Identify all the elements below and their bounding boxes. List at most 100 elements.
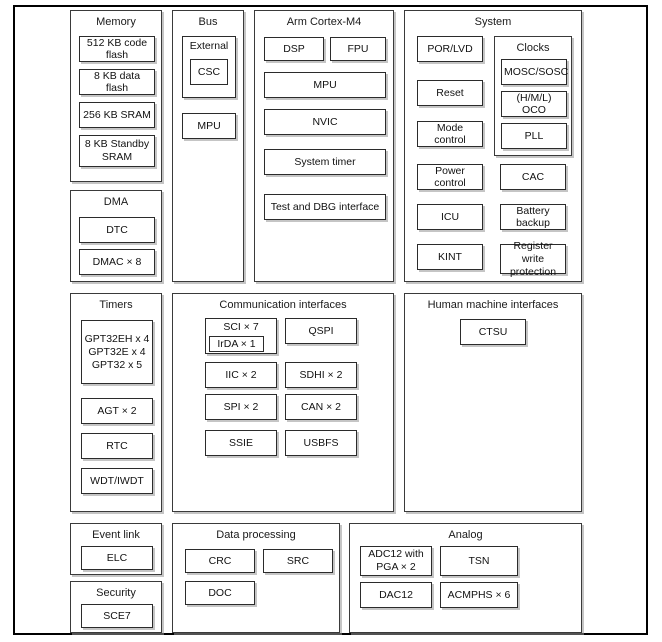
block-register-write-protection[interactable]: Register write protection [500, 240, 566, 278]
block-elc[interactable]: ELC [81, 546, 153, 570]
block-code-flash[interactable]: 512 KB code flash [79, 36, 155, 62]
block-mosc-sosc[interactable]: MOSC/SOSC [501, 59, 569, 85]
subsection-clocks: Clocks MOSC/SOSC (H/M/L) OCO PLL [494, 36, 572, 156]
block-dmac[interactable]: DMAC × 8 [79, 249, 155, 275]
section-communication-interfaces-title: Communication interfaces [219, 299, 347, 311]
block-src-label: SRC [286, 555, 310, 567]
block-cac-label: CAC [521, 171, 545, 183]
block-gpt32-label: GPT32 x 5 [91, 358, 143, 371]
block-system-timer[interactable]: System timer [264, 149, 386, 175]
block-agt[interactable]: AGT × 2 [81, 398, 153, 424]
section-communication-interfaces: Communication interfaces SCI × 7 IrDA × … [172, 293, 394, 512]
block-por-lvd[interactable]: POR/LVD [417, 36, 483, 62]
block-oco[interactable]: (H/M/L) OCO [501, 91, 567, 117]
block-nvic[interactable]: NVIC [264, 109, 386, 135]
block-pll[interactable]: PLL [501, 123, 567, 149]
block-adc12-line1: ADC12 with [368, 548, 424, 560]
block-ssie[interactable]: SSIE [205, 430, 277, 456]
block-crc-label: CRC [208, 555, 232, 567]
block-kint-label: KINT [438, 251, 462, 263]
block-battery-backup[interactable]: Battery backup [500, 204, 566, 230]
block-dtc[interactable]: DTC [79, 217, 155, 243]
block-standby-sram[interactable]: 8 KB Standby SRAM [79, 135, 155, 167]
block-src[interactable]: SRC [263, 549, 333, 573]
block-cortex-mpu[interactable]: MPU [264, 72, 386, 98]
block-irda[interactable]: IrDA × 1 [209, 336, 264, 352]
section-timers: Timers GPT32EH x 4 GPT32E x 4 GPT32 x 5 … [70, 293, 162, 512]
section-event-link: Event link ELC [70, 523, 162, 575]
section-dma-title: DMA [103, 196, 129, 208]
section-security-title: Security [96, 587, 136, 599]
block-gpt32e-label: GPT32E x 4 [88, 345, 146, 358]
block-wdt-iwdt[interactable]: WDT/IWDT [81, 468, 153, 494]
section-human-machine-interfaces-title: Human machine interfaces [427, 299, 559, 311]
block-sce7[interactable]: SCE7 [81, 604, 153, 628]
block-por-lvd-label: POR/LVD [427, 43, 473, 55]
block-gpt-group[interactable]: GPT32EH x 4 GPT32E x 4 GPT32 x 5 [81, 320, 153, 384]
block-wdt-iwdt-label: WDT/IWDT [90, 475, 144, 487]
block-acmphs[interactable]: ACMPHS × 6 [440, 582, 518, 608]
block-reset[interactable]: Reset [417, 80, 483, 106]
section-bus-title: Bus [198, 16, 218, 28]
block-external-label: External [189, 40, 229, 52]
block-adc12-line2: PGA × 2 [376, 561, 416, 573]
block-pll-label: PLL [524, 130, 544, 142]
block-data-flash[interactable]: 8 KB data flash [79, 69, 155, 95]
block-can-label: CAN × 2 [301, 401, 341, 413]
block-nvic-label: NVIC [312, 116, 338, 128]
block-sci-label: SCI × 7 [223, 321, 259, 333]
block-rtc-label: RTC [106, 440, 128, 452]
block-dtc-label: DTC [106, 224, 128, 236]
block-bus-mpu[interactable]: MPU [182, 113, 236, 139]
block-power-control[interactable]: Power control [417, 164, 483, 190]
block-test-dbg-interface[interactable]: Test and DBG interface [264, 194, 386, 220]
block-dac12-label: DAC12 [379, 589, 413, 601]
block-icu-label: ICU [440, 211, 460, 223]
block-oco-label: (H/M/L) OCO [516, 92, 552, 116]
block-sram[interactable]: 256 KB SRAM [79, 102, 155, 128]
block-spi[interactable]: SPI × 2 [205, 394, 277, 420]
block-tsn[interactable]: TSN [440, 546, 518, 576]
block-tsn-label: TSN [468, 555, 490, 567]
block-standby-sram-label: 8 KB Standby SRAM [84, 138, 150, 163]
block-fpu-label: FPU [347, 43, 369, 55]
section-cortex-m4-title: Arm Cortex-M4 [286, 16, 362, 28]
block-gpt32eh-label: GPT32EH x 4 [84, 332, 150, 345]
block-qspi[interactable]: QSPI [285, 318, 357, 344]
block-sram-label: 256 KB SRAM [83, 109, 151, 121]
block-csc[interactable]: CSC [190, 59, 228, 85]
block-rtc[interactable]: RTC [81, 433, 153, 459]
section-cortex-m4: Arm Cortex-M4 DSP FPU MPU NVIC System ti… [254, 10, 394, 282]
block-kint[interactable]: KINT [417, 244, 483, 270]
block-mode-control[interactable]: Mode control [417, 121, 483, 147]
block-icu[interactable]: ICU [417, 204, 483, 230]
section-analog: Analog ADC12 with PGA × 2 TSN DAC12 ACMP… [349, 523, 582, 633]
block-iic[interactable]: IIC × 2 [205, 362, 277, 388]
block-test-dbg-interface-label: Test and DBG interface [270, 201, 380, 213]
block-irda-label: IrDA × 1 [217, 338, 256, 350]
section-memory: Memory 512 KB code flash 8 KB data flash… [70, 10, 162, 182]
section-bus: Bus External CSC MPU [172, 10, 244, 282]
block-can[interactable]: CAN × 2 [285, 394, 357, 420]
block-cac[interactable]: CAC [500, 164, 566, 190]
block-dsp[interactable]: DSP [264, 37, 324, 61]
block-crc[interactable]: CRC [185, 549, 255, 573]
block-mosc-sosc-label: MOSC/SOSC [504, 66, 569, 78]
block-data-flash-label: 8 KB data flash [93, 70, 141, 94]
diagram-outer-frame: Memory 512 KB code flash 8 KB data flash… [13, 5, 648, 635]
block-adc12-pga[interactable]: ADC12 with PGA × 2 [360, 546, 432, 576]
block-spi-label: SPI × 2 [223, 401, 259, 413]
block-register-write-protection-label: Register write protection [509, 239, 557, 278]
block-ctsu[interactable]: CTSU [460, 319, 526, 345]
block-qspi-label: QSPI [308, 325, 334, 337]
section-analog-title: Analog [448, 529, 483, 541]
block-fpu[interactable]: FPU [330, 37, 386, 61]
block-usbfs[interactable]: USBFS [285, 430, 357, 456]
section-dma: DMA DTC DMAC × 8 [70, 190, 162, 282]
block-doc[interactable]: DOC [185, 581, 255, 605]
section-event-link-title: Event link [92, 529, 140, 541]
block-dac12[interactable]: DAC12 [360, 582, 432, 608]
block-sdhi[interactable]: SDHI × 2 [285, 362, 357, 388]
block-reset-label: Reset [436, 87, 464, 99]
